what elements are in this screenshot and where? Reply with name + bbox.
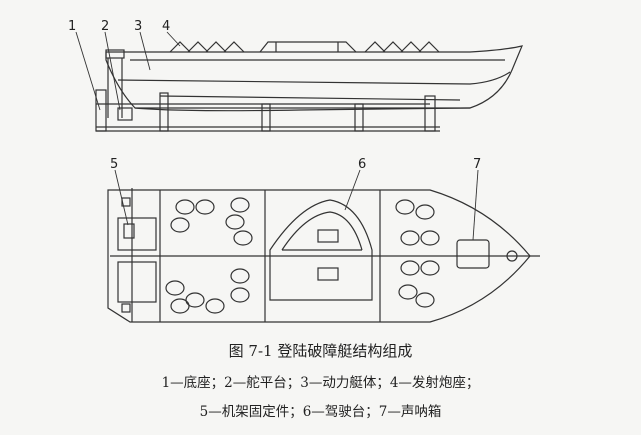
callout-7: 7 [473,157,481,172]
frame-fixing [117,197,157,313]
rudder-platform [105,49,133,121]
top-view [107,188,540,323]
callout-2: 2 [101,19,109,34]
base-frame [95,89,440,132]
launcher-mounts [169,41,440,53]
legend-line-1: 1—底座；2—舵平台；3—动力艇体；4—发射炮座； [161,375,480,391]
callouts: 1 2 3 4 5 6 7 [68,19,481,172]
callout-3: 3 [134,19,142,34]
leader-lines [75,31,479,241]
callout-1: 1 [68,19,76,34]
power-hull [105,45,524,112]
legend-line-2: 5—机架固定件；6—驾驶台；7—声呐箱 [199,404,442,420]
callout-5: 5 [110,157,118,172]
launcher-tubes-aft [165,197,253,314]
side-view [95,41,524,132]
figure-title: 图 7-1 登陆破障艇结构组成 [228,342,413,360]
sonar-box [456,239,518,269]
launcher-tubes-fore [395,199,440,308]
bridge [269,199,373,301]
callout-6: 6 [358,157,366,172]
callout-4: 4 [162,19,170,34]
